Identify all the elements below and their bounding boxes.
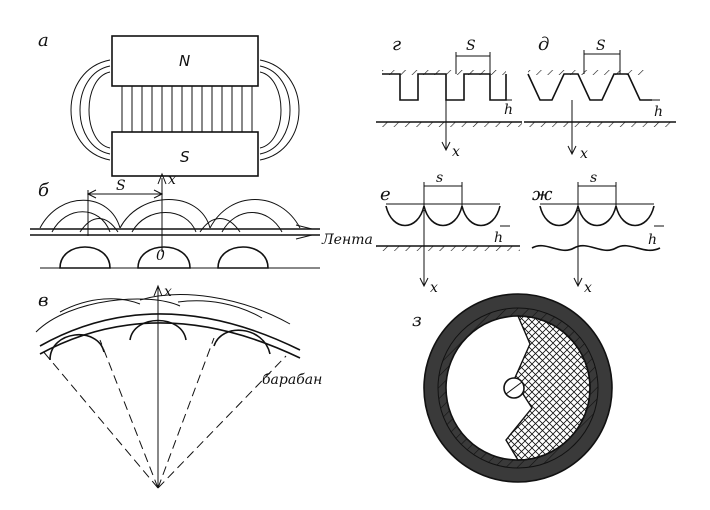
trapezoid-teeth bbox=[527, 73, 652, 101]
panel-e: е x s h bbox=[376, 170, 520, 296]
height-label-d: h bbox=[654, 104, 663, 120]
label-e: е bbox=[380, 184, 391, 205]
north-pole-label: N bbox=[179, 52, 190, 70]
drum-label: барабан bbox=[262, 372, 322, 388]
height-label-e: h bbox=[494, 230, 503, 246]
drum-pole-2 bbox=[129, 319, 187, 341]
pitch-label-d: S bbox=[596, 38, 606, 54]
label-z: з bbox=[412, 310, 422, 331]
wavy-base bbox=[531, 244, 661, 252]
pole-dome-3 bbox=[217, 246, 269, 269]
drum-field-lines bbox=[35, 294, 291, 333]
label-a: а bbox=[38, 30, 49, 51]
panel-a: а N S bbox=[38, 30, 300, 177]
x-axis-label-zh: x bbox=[584, 280, 592, 296]
x-axis-label-d: x bbox=[580, 146, 588, 162]
drum-pole-3 bbox=[213, 329, 271, 355]
panel-d: д x S h bbox=[524, 34, 676, 162]
pitch-label-zh: s bbox=[590, 170, 597, 186]
label-b: б bbox=[38, 180, 50, 201]
drum-pole-1 bbox=[49, 333, 105, 361]
label-zh: ж bbox=[532, 184, 553, 205]
panel-z: з bbox=[412, 293, 613, 483]
crosshatch-sector bbox=[505, 315, 591, 461]
fringe-field-lines bbox=[70, 59, 300, 161]
rounded-teeth-zh bbox=[539, 205, 655, 227]
panel-zh: ж x s h bbox=[531, 170, 664, 296]
panel-g: г x S h bbox=[376, 34, 522, 160]
panel-b: б x S Лента 0 bbox=[30, 172, 373, 269]
x-axis-label-g: x bbox=[452, 144, 460, 160]
pitch-label-g: S bbox=[466, 38, 476, 54]
square-teeth bbox=[382, 73, 507, 101]
height-label-zh: h bbox=[648, 232, 657, 248]
pole-dome-2 bbox=[137, 246, 191, 269]
south-pole-label: S bbox=[180, 148, 190, 166]
rounded-teeth bbox=[385, 205, 501, 227]
label-g: г bbox=[392, 34, 401, 55]
x-axis-label-b: x bbox=[168, 172, 176, 188]
pitch-label-b: S bbox=[116, 178, 126, 194]
pole-dome-1 bbox=[59, 246, 111, 269]
label-d: д bbox=[538, 34, 549, 55]
origin-label: 0 bbox=[156, 248, 165, 264]
drum-surface-1 bbox=[39, 313, 301, 351]
tape-field-lines bbox=[39, 199, 301, 233]
south-pole-block bbox=[111, 131, 259, 177]
pitch-label-e: s bbox=[436, 170, 443, 186]
label-v: в bbox=[38, 290, 48, 311]
tape-label: Лента bbox=[321, 232, 373, 248]
height-label-g: h bbox=[504, 102, 513, 118]
x-axis-label-v: x bbox=[164, 284, 172, 300]
panel-v: в x барабан bbox=[35, 284, 322, 489]
gap-field-lines bbox=[121, 86, 253, 132]
north-pole-block bbox=[111, 35, 259, 87]
x-axis-label-e: x bbox=[430, 280, 438, 296]
